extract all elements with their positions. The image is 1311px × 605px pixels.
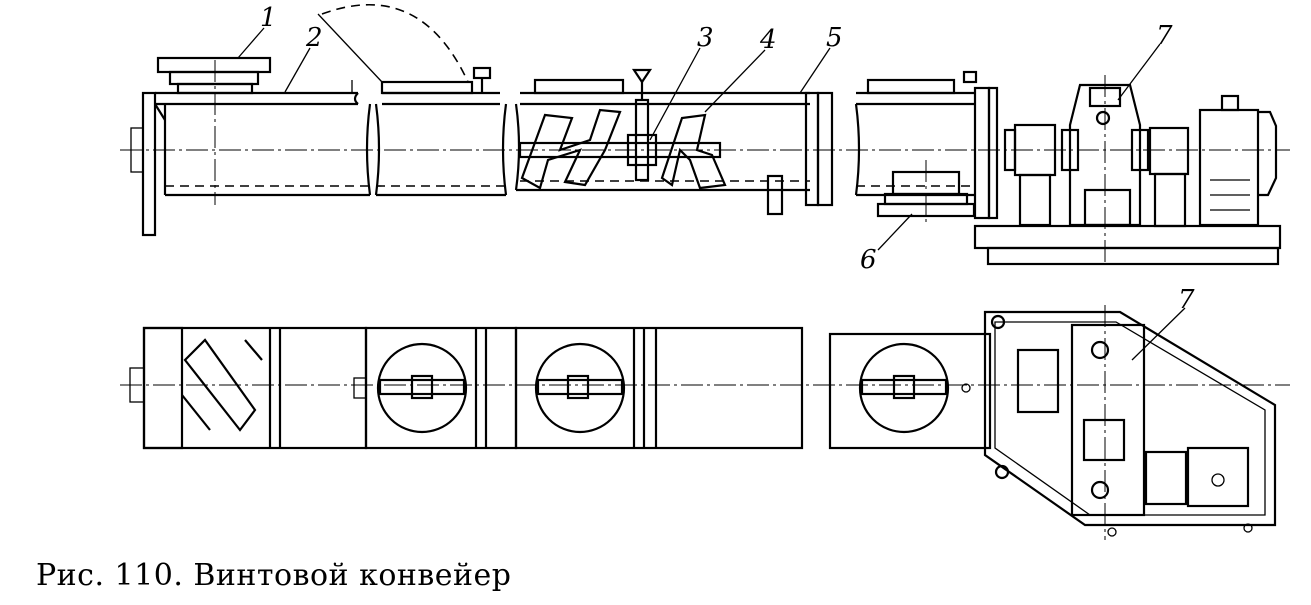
callout-1: 1 <box>260 3 277 33</box>
callout-2: 2 <box>305 23 323 53</box>
callout-7-bottom: 7 <box>1178 285 1195 315</box>
trough-section-3 <box>514 68 834 216</box>
trough-section-4 <box>854 70 999 225</box>
callout-7-top: 7 <box>1156 21 1173 51</box>
discharge-outlet <box>876 160 976 225</box>
figure-caption: Рис. 110. Винтовой конвейер <box>36 558 512 593</box>
plan-view <box>120 305 1290 540</box>
side-view <box>120 3 1290 266</box>
loading-inlet <box>156 56 272 95</box>
callout-5: 5 <box>826 23 843 53</box>
trough-section-2 <box>317 3 508 197</box>
callout-labels: 1 2 3 4 5 6 7 7 <box>260 3 1195 315</box>
drive-frame-plan <box>983 305 1277 540</box>
drive-unit <box>973 75 1282 266</box>
callout-4: 4 <box>759 25 777 55</box>
callout-3: 3 <box>697 23 714 53</box>
callout-6: 6 <box>860 245 877 275</box>
trough-section-1 <box>154 60 372 205</box>
